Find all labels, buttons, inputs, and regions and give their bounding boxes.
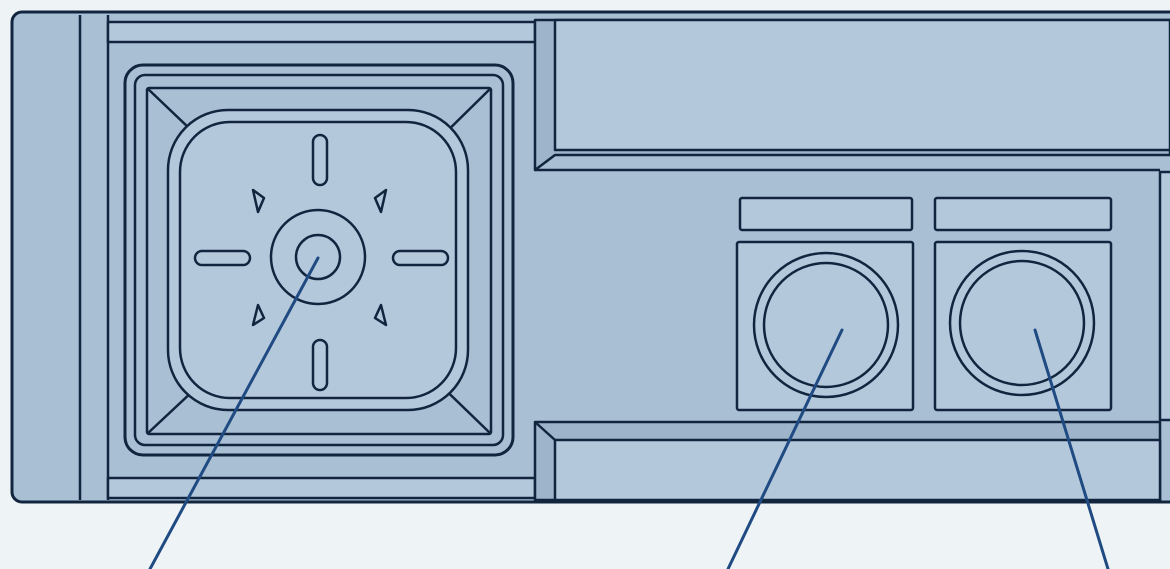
joystick-pad-icon (123, 63, 515, 457)
fire-button-left[interactable] (735, 196, 915, 412)
pointer-lines (148, 256, 1110, 569)
top-right-block (533, 18, 1170, 172)
fire-button-right[interactable] (933, 196, 1113, 412)
bottom-rail (106, 476, 537, 500)
pointer-line-left-button (726, 328, 844, 569)
top-rail (106, 20, 537, 44)
right-end-cap (1158, 170, 1170, 422)
pointer-line-right-button (1033, 328, 1110, 569)
pointer-line-pad (148, 256, 320, 569)
bottom-right-block (533, 420, 1162, 502)
